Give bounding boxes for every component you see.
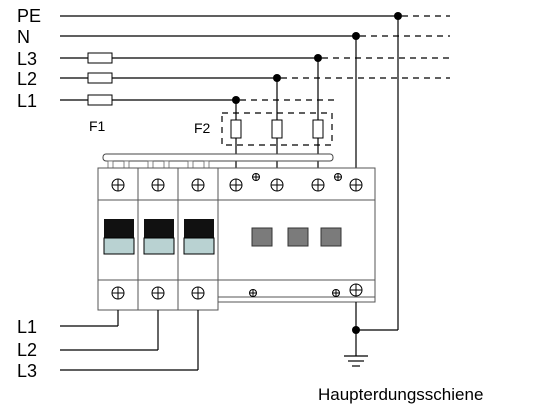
outgoing-l2 [60,310,159,351]
fuse-icon [230,119,242,139]
label-l3-bottom: L3 [17,361,37,381]
conductor-l2 [60,72,450,84]
outgoing-l1 [60,310,119,327]
label-l2-top: L2 [17,69,37,89]
label-f2: F2 [194,120,211,136]
indicator-window [251,227,273,247]
label-pe: PE [17,6,41,26]
screw-terminal-icon [151,286,165,300]
label-f1: F1 [89,118,106,134]
screw-terminal-icon [111,286,125,300]
label-l3-top: L3 [17,49,37,69]
ground-icon [344,355,368,367]
screw-terminal-icon [349,178,363,192]
outgoing-l3 [60,310,199,371]
screw-terminals [111,173,363,300]
label-n: N [17,27,30,47]
label-l2-bottom: L2 [17,340,37,360]
conductor-pe [60,12,450,331]
f2-fuse-l2 [271,78,283,178]
breaker-module-2 [137,167,179,311]
fuse-icon [87,72,113,84]
screw-terminal-icon [334,173,342,181]
caption-main-earthing-bar: Haupterdungsschiene [318,385,483,404]
fuse-icon [87,94,113,106]
earth-connection [344,302,368,367]
screw-terminal-icon [270,178,284,192]
screw-terminal-icon [191,286,205,300]
screw-terminal-icon [191,178,205,192]
junction-dot-icon [352,326,360,334]
fuse-icon [87,52,113,64]
indicator-window [320,227,342,247]
indicator-window [287,227,309,247]
screw-terminal-icon [249,289,257,297]
screw-terminal-icon [111,178,125,192]
fuse-icon [271,119,283,139]
breaker-module-3 [177,167,219,311]
label-l1-bottom: L1 [17,317,37,337]
screw-terminal-icon [332,289,340,297]
screw-terminal-icon [229,178,243,192]
busbar [102,153,334,169]
conductor-l3 [60,52,450,64]
conductor-l1 [60,94,334,106]
screw-terminal-icon [151,178,165,192]
surge-protection-device [217,167,376,303]
f2-fuse-l1 [230,100,242,178]
screw-terminal-icon [311,178,325,192]
breaker-module-1 [97,167,139,311]
conductor-n [60,32,450,178]
screw-terminal-icon [252,173,260,181]
screw-terminal-icon [349,283,363,297]
label-l1-top: L1 [17,91,37,111]
fuse-icon [312,119,324,139]
